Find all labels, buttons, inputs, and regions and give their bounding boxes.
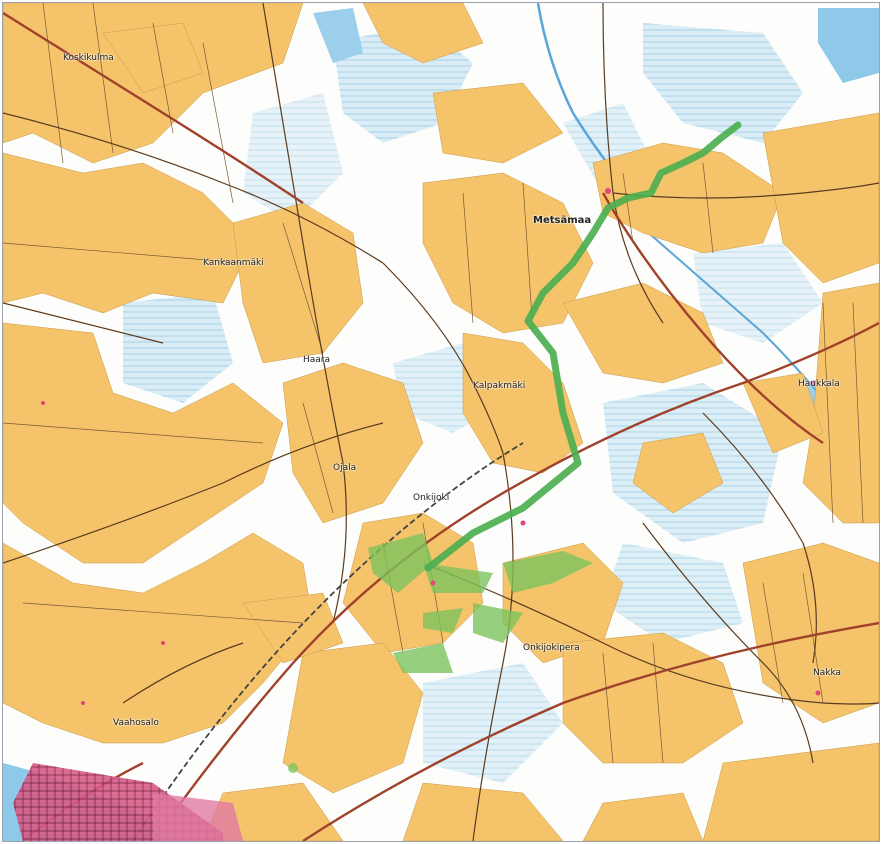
- highlight-point: [288, 763, 298, 773]
- highlight-areas[interactable]: [288, 533, 593, 773]
- settlement-markers: [41, 188, 821, 705]
- map-canvas[interactable]: [3, 3, 879, 841]
- main-roads: [3, 11, 879, 841]
- highlight-area-2: [423, 563, 493, 593]
- town-area: [13, 763, 243, 841]
- highlighted-route[interactable]: [424, 121, 742, 572]
- field-boundaries: [3, 3, 864, 764]
- highlight-area-1: [368, 533, 433, 593]
- minor-roads: [3, 3, 879, 841]
- highlight-area-4: [473, 603, 523, 643]
- highlight-area-6: [393, 643, 453, 673]
- highlight-area-5: [423, 608, 463, 633]
- highlight-area-3: [503, 551, 593, 593]
- field-areas: [3, 3, 879, 841]
